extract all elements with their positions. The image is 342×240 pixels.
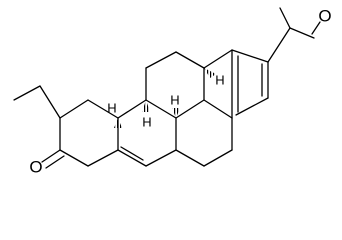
hashed-wedge (114, 118, 122, 128)
h-c10-label: H (107, 101, 116, 116)
bond (203, 99, 233, 119)
ethyl-group (13, 85, 61, 119)
bond (117, 99, 147, 119)
bond (59, 99, 89, 119)
bond (120, 146, 144, 161)
bond (41, 149, 61, 163)
molecule-drawing: O O H H H H (13, 7, 332, 177)
bond (87, 99, 119, 119)
bond (203, 49, 233, 69)
bond (87, 149, 119, 167)
bond (45, 155, 65, 169)
bond (145, 99, 177, 119)
hashed-wedge (142, 100, 150, 112)
bond (145, 149, 177, 167)
bond (311, 21, 321, 35)
h-c14-label: H (215, 73, 224, 88)
ring-b-extension (175, 99, 233, 167)
bond (203, 149, 233, 167)
bond (231, 49, 269, 63)
h-c8-label: H (170, 93, 179, 108)
acetyl-oxygen-label: O (318, 7, 331, 26)
ring-c (145, 51, 205, 119)
bond (289, 27, 315, 39)
ketone-oxygen-label: O (29, 158, 42, 177)
hashed-wedge (172, 108, 180, 118)
acetyl-group (267, 7, 321, 63)
ring-d (203, 49, 269, 119)
bond (39, 85, 61, 119)
bond (175, 51, 205, 69)
bond (59, 149, 89, 167)
bond (235, 97, 269, 116)
ring-a (59, 99, 119, 167)
bond (175, 99, 205, 119)
ketone-group (41, 149, 65, 169)
bond (13, 85, 41, 101)
bond (117, 149, 147, 167)
bond (267, 27, 291, 63)
bond (279, 7, 291, 29)
stereo-bonds (114, 68, 216, 128)
hashed-wedge (204, 68, 216, 78)
h-c9-label: H (142, 115, 151, 130)
bond (145, 51, 177, 69)
bond (175, 149, 205, 167)
structural-formula: O O H H H H (13, 7, 332, 177)
ring-b (117, 99, 177, 167)
